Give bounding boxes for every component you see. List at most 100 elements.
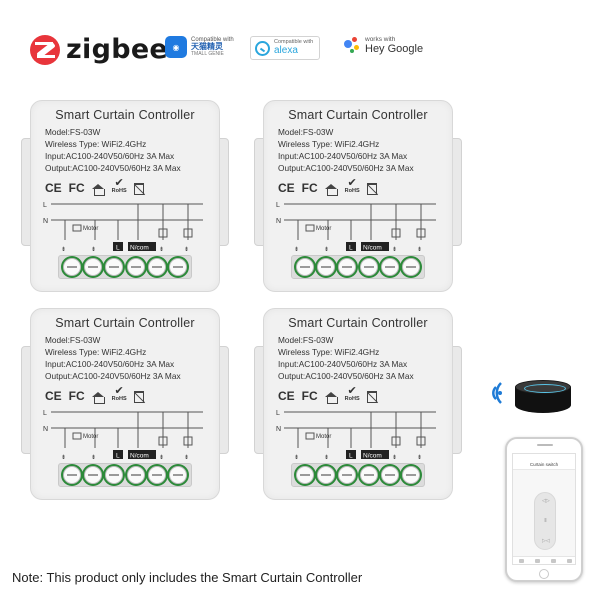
- certification-marks: CE FC ✔RoHS: [278, 385, 377, 404]
- svg-text:⇟: ⇟: [294, 246, 299, 253]
- motor-label: Motor: [83, 434, 98, 440]
- curtain-control-pad[interactable]: ◁▷ Ⅱ ▷◁: [534, 492, 556, 550]
- rohs-mark: ✔RoHS: [111, 177, 127, 194]
- terminal-screw: [147, 258, 166, 276]
- model-label: Model:FS-03W: [278, 127, 334, 137]
- house-icon: [324, 391, 338, 404]
- fc-mark: FC: [68, 388, 85, 403]
- wireless-label: Wireless Type: WiFi2.4GHz: [45, 347, 147, 357]
- smart-speaker: [515, 380, 571, 416]
- nav-icon[interactable]: [550, 558, 556, 563]
- zigbee-logo: zigbee: [30, 34, 168, 65]
- input-label: Input:AC100-240V50/60Hz 3A Max: [45, 151, 175, 161]
- terminal-screw: [402, 466, 421, 484]
- wireless-label: Wireless Type: WiFi2.4GHz: [45, 139, 147, 149]
- wiring-diagram: L N Motor L N/com ⇟ ⇟ ⇟ ⇟: [43, 410, 203, 461]
- house-icon: [324, 183, 338, 196]
- recycle-bin-icon: [366, 182, 377, 195]
- close-curtain-icon[interactable]: ▷◁: [542, 538, 550, 544]
- app-title: Curtain switch: [513, 460, 575, 470]
- ce-mark: CE: [278, 180, 295, 195]
- terminal-screw: [126, 466, 145, 484]
- tmall-compat-label: Compatible with: [191, 37, 234, 44]
- terminal-screw: [147, 466, 166, 484]
- terminal-screw: [169, 258, 188, 276]
- model-label: Model:FS-03W: [45, 127, 101, 137]
- svg-text:⇟: ⇟: [392, 454, 397, 461]
- rohs-mark: ✔RoHS: [344, 385, 360, 402]
- rohs-mark: ✔RoHS: [111, 385, 127, 402]
- controller-unit: Smart Curtain Controller Model:FS-03W Wi…: [21, 308, 229, 500]
- model-label: Model:FS-03W: [45, 335, 101, 345]
- terminal-ncom-label: N/com: [363, 245, 382, 252]
- speaker-top: [515, 380, 571, 394]
- wire-l-label: L: [276, 202, 280, 209]
- product-note: Note: This product only includes the Sma…: [12, 570, 363, 585]
- tmall-subname: TMALL GENIE: [191, 50, 224, 57]
- smartphone: Curtain switch ◁▷ Ⅱ ▷◁: [505, 437, 583, 582]
- zigbee-logo-icon: [30, 34, 60, 65]
- controller-title: Smart Curtain Controller: [55, 316, 195, 330]
- terminal-l-label: L: [349, 453, 353, 460]
- terminal-l-label: L: [116, 453, 120, 460]
- terminal-screw: [295, 258, 314, 276]
- svg-text:⇟: ⇟: [61, 246, 66, 253]
- terminal-screw: [83, 258, 102, 276]
- certification-marks: CE FC ✔RoHS: [45, 385, 144, 404]
- terminal-ncom-label: N/com: [130, 245, 149, 252]
- wire-l-label: L: [43, 202, 47, 209]
- fc-mark: FC: [301, 388, 318, 403]
- wireless-label: Wireless Type: WiFi2.4GHz: [278, 347, 380, 357]
- svg-text:⇟: ⇟: [184, 454, 189, 461]
- google-assistant-icon: [343, 36, 361, 56]
- google-name: Hey Google: [365, 42, 424, 55]
- certification-marks: CE FC ✔RoHS: [45, 177, 144, 196]
- wire-n-label: N: [276, 426, 281, 433]
- terminal-screw: [62, 258, 81, 276]
- fc-mark: FC: [68, 180, 85, 195]
- phone-screen: Curtain switch ◁▷ Ⅱ ▷◁: [512, 453, 576, 565]
- wiring-diagram: L N Motor L N/com ⇟ ⇟ ⇟ ⇟: [276, 410, 436, 461]
- wiring-diagram: L N Motor L N/com ⇟ ⇟ ⇟ ⇟: [43, 202, 203, 253]
- rohs-mark: ✔RoHS: [344, 177, 360, 194]
- terminal-screw: [316, 466, 335, 484]
- svg-text:⇟: ⇟: [91, 246, 96, 253]
- ce-mark: CE: [278, 388, 295, 403]
- terminal-screw: [359, 466, 378, 484]
- output-label: Output:AC100-240V50/60Hz 3A Max: [45, 163, 181, 173]
- svg-text:⇟: ⇟: [392, 246, 397, 253]
- terminal-screw: [83, 466, 102, 484]
- open-curtain-icon[interactable]: ◁▷: [542, 498, 550, 504]
- alexa-name: alexa: [274, 44, 298, 56]
- terminal-screw: [126, 258, 145, 276]
- phone-home-button[interactable]: [539, 569, 549, 579]
- nav-icon[interactable]: [534, 558, 540, 563]
- terminal-screw: [295, 466, 314, 484]
- pause-icon[interactable]: Ⅱ: [544, 518, 547, 524]
- input-label: Input:AC100-240V50/60Hz 3A Max: [45, 359, 175, 369]
- terminal-screw: [380, 258, 399, 276]
- controller-unit: Smart Curtain Controller Model:FS-03W Wi…: [254, 308, 462, 500]
- controller-unit: Smart Curtain Controller Model:FS-03W Wi…: [254, 100, 462, 292]
- terminal-screw: [338, 258, 357, 276]
- terminal-screw: [169, 466, 188, 484]
- recycle-bin-icon: [133, 390, 144, 403]
- output-label: Output:AC100-240V50/60Hz 3A Max: [278, 163, 414, 173]
- wire-l-label: L: [276, 410, 280, 417]
- terminal-screw: [316, 258, 335, 276]
- svg-text:⇟: ⇟: [417, 246, 422, 253]
- zigbee-wordmark: zigbee: [66, 34, 169, 65]
- wire-l-label: L: [43, 410, 47, 417]
- house-icon: [91, 391, 105, 404]
- terminal-block: [291, 463, 425, 487]
- certification-marks: CE FC ✔RoHS: [278, 177, 377, 196]
- motor-label: Motor: [316, 226, 331, 232]
- alexa-logo: Compatible with alexa: [250, 36, 320, 60]
- tmall-name: 天猫精灵: [191, 42, 223, 52]
- fc-mark: FC: [301, 180, 318, 195]
- terminal-ncom-label: N/com: [130, 453, 149, 460]
- nav-icon[interactable]: [518, 558, 524, 563]
- house-icon: [91, 183, 105, 196]
- nav-icon[interactable]: [566, 558, 572, 563]
- terminal-screw: [338, 466, 357, 484]
